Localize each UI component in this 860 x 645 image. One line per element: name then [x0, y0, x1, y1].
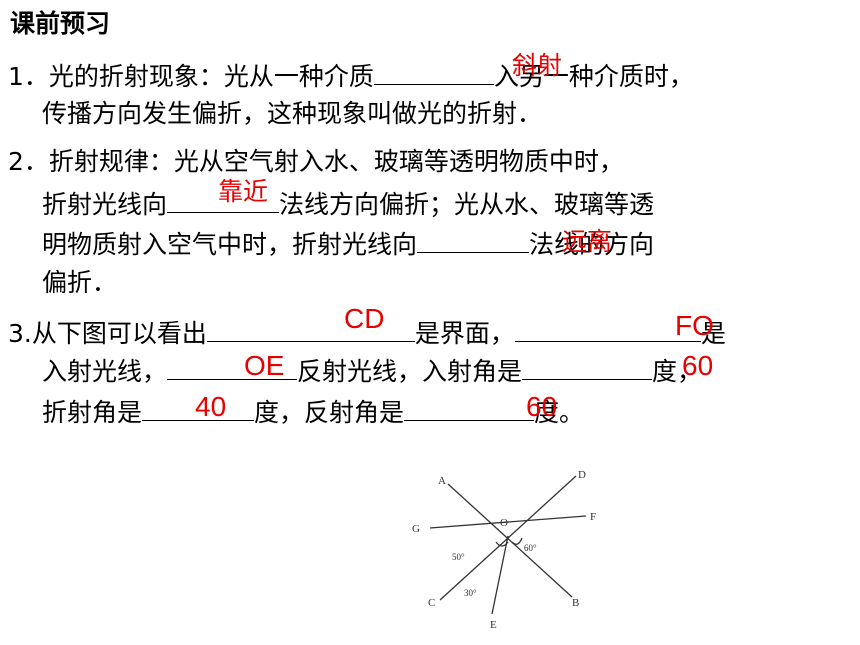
q3-text-line1-a: 从下图可以看出 — [31, 319, 207, 348]
q2-blank2 — [417, 226, 530, 253]
q3-text-line3-c: 度。 — [534, 398, 585, 427]
q2-line3: 明物质射入空气中时，折射光线向 法线的方向 — [42, 226, 654, 262]
q3-answer-refraction-angle: 40 — [195, 391, 227, 422]
q1-text-a: 光的折射现象：光从一种介质 — [48, 62, 374, 91]
q2-text-line3-a: 明物质射入空气中时，折射光线向 — [42, 230, 418, 259]
q2-line2: 折射光线向 法线方向偏折；光从水、玻璃等透 — [42, 186, 654, 222]
line-o-to-e — [491, 535, 509, 615]
q3-line3: 折射角是 度，反射角是 度。 — [42, 394, 584, 430]
q2-text-line2-a: 折射光线向 — [42, 190, 168, 219]
q3-text-line1-b: 是界面， — [414, 319, 515, 348]
q1-number: 1． — [8, 62, 49, 91]
q3-answer-incidence-angle: 60 — [682, 350, 714, 381]
label-d: D — [578, 469, 586, 481]
q3-line1: 3.从下图可以看出 是界面， 是 — [8, 315, 726, 351]
q3-blank-interface — [206, 315, 415, 342]
q3-answer-reflection-angle: 60 — [526, 391, 558, 422]
angle-arc-right — [511, 537, 523, 545]
q3-line2: 入射光线， 反射光线，入射角是 度， — [42, 353, 702, 389]
q3-text-line2-a: 入射光线， — [42, 357, 168, 386]
q3-blank-reflected — [167, 353, 298, 380]
label-b: B — [572, 597, 579, 609]
q3-answer-interface: CD — [344, 303, 385, 334]
angle-label-50: 50° — [452, 552, 465, 562]
q3-text-line2-b: 反射光线，入射角是 — [297, 357, 523, 386]
q3-text-line1-c: 是 — [700, 319, 726, 348]
q3-number: 3. — [8, 319, 32, 348]
page-title: 课前预习 — [10, 9, 111, 38]
q3-blank-incident — [514, 315, 701, 342]
q2-text-line1: 折射规律：光从空气射入水、玻璃等透明物质中时， — [48, 147, 624, 176]
q2-line1: 2．折射规律：光从空气射入水、玻璃等透明物质中时， — [8, 145, 624, 179]
label-e: E — [490, 619, 497, 631]
q2-line4: 偏折． — [42, 268, 118, 297]
label-c: C — [428, 597, 435, 609]
angle-label-30: 30° — [464, 588, 477, 598]
q1-answer: 斜射 — [512, 51, 563, 80]
q3-blank-refraction-angle — [142, 394, 255, 421]
line-a-to-b — [447, 483, 573, 598]
q1-line1: 1．光的折射现象：光从一种介质 入另一种介质时， — [8, 58, 694, 94]
optics-diagram: A D G F O C B E 50° 60° 30° — [412, 469, 596, 631]
q1-text-b: 入另一种介质时， — [493, 62, 694, 91]
q2-answer2: 远离 — [562, 227, 613, 256]
label-f: F — [590, 511, 596, 523]
q2-blank1 — [167, 186, 280, 213]
q3-blank-reflection-angle — [404, 394, 535, 421]
q3-text-line3-a: 折射角是 — [42, 398, 143, 427]
angle-arc-left — [495, 541, 509, 547]
q3-blank-incidence-angle — [522, 353, 653, 380]
q2-text-line3-b: 法线的方向 — [529, 230, 655, 259]
label-g: G — [412, 523, 420, 535]
q2-answer1: 靠近 — [218, 177, 269, 206]
label-o: O — [500, 517, 508, 529]
q2-text-line2-b: 法线方向偏折；光从水、玻璃等透 — [279, 190, 655, 219]
q3-text-line2-c: 度， — [652, 357, 703, 386]
line-g-to-f — [429, 515, 587, 529]
q3-answer-reflected: OE — [244, 350, 285, 381]
q1-blank — [373, 58, 494, 85]
q3-text-line3-b: 度，反射角是 — [254, 398, 405, 427]
q2-number: 2． — [8, 147, 49, 176]
q1-line2: 传播方向发生偏折，这种现象叫做光的折射． — [42, 99, 543, 128]
q3-answer-incident: FO — [675, 310, 714, 341]
label-a: A — [438, 475, 446, 487]
angle-label-60: 60° — [524, 543, 537, 553]
